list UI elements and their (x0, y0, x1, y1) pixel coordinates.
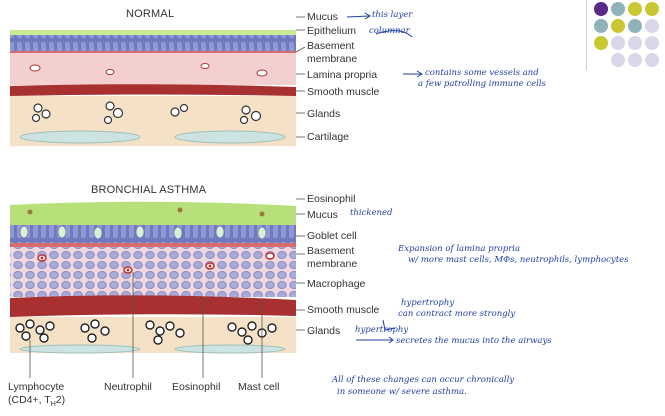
label-mast-cell: Mast cell (238, 381, 280, 393)
note-chronic-2: in someone w/ severe asthma. (337, 387, 467, 397)
label-basement-asthma: Basement (307, 245, 355, 257)
palette-dot (611, 36, 625, 50)
eosinophil-in-mucus (177, 207, 183, 213)
note-this-layer: this layer (372, 10, 413, 20)
label-smooth-muscle-asthma: Smooth muscle (307, 304, 380, 316)
note-thickened: thickened (350, 208, 393, 218)
label-membrane-asthma: membrane (307, 258, 358, 270)
palette-dot (611, 19, 625, 33)
label-epithelium: Epithelium (307, 25, 357, 37)
label-lymphocyte-subtype: (CD4+, TH2) (8, 394, 66, 409)
label-smooth-muscle: Smooth muscle (307, 86, 380, 98)
normal-cartilage (19, 130, 141, 144)
label-lamina-propria: Lamina propria (307, 69, 378, 81)
normal-mucus-layer (10, 30, 296, 35)
asthma-airway-section (10, 198, 305, 378)
label-cartilage: Cartilage (307, 131, 350, 143)
note-smooth-2: can contract more strongly (398, 309, 516, 319)
palette-dots (590, 0, 665, 70)
palette-dot (628, 36, 642, 50)
note-lamina-2: a few patrolling immune cells (418, 79, 546, 89)
asthma-glands (15, 319, 277, 345)
normal-title: NORMAL (126, 8, 175, 20)
asthma-cartilage (19, 344, 141, 354)
palette-dot (611, 53, 625, 67)
palette-dot (645, 36, 659, 50)
normal-basement-membrane (10, 51, 296, 53)
asthma-smooth-muscle (10, 295, 296, 317)
normal-glands (31, 101, 262, 125)
palette-dot (594, 36, 608, 50)
label-neutrophil: Neutrophil (104, 381, 152, 393)
label-basement: Basement (307, 40, 355, 52)
goblet-cells (19, 225, 267, 240)
handwritten-arrows (346, 12, 423, 344)
eosinophil-in-mucus (27, 209, 33, 215)
label-mucus-asthma: Mucus (307, 209, 338, 221)
palette-dot (594, 19, 608, 33)
asthma-leader-lines (296, 198, 305, 331)
palette-dot (594, 2, 608, 16)
palette-dot (628, 53, 642, 67)
asthma-title: BRONCHIAL ASTHMA (91, 184, 207, 196)
label-mucus: Mucus (307, 11, 338, 23)
asthma-mucus-layer (10, 201, 296, 225)
normal-cartilage (174, 130, 286, 144)
asthma-epithelium-layer (10, 225, 296, 243)
palette-dot (628, 19, 642, 33)
normal-epithelium-layer (10, 35, 296, 51)
label-glands-asthma: Glands (307, 325, 341, 337)
palette-divider (586, 0, 587, 70)
label-glands: Glands (307, 108, 341, 120)
note-chronic-1: All of these changes can occur chronical… (332, 375, 515, 385)
note-expansion-2: w/ more mast cells, MΦs, neutrophils, ly… (408, 255, 629, 265)
asthma-vessels (37, 252, 275, 274)
palette-dot (611, 2, 625, 16)
vessel (29, 64, 41, 72)
label-macrophage: Macrophage (307, 278, 366, 290)
note-smooth-1: hypertrophy (401, 298, 455, 308)
note-expansion-1: Expansion of lamina propria (398, 244, 521, 254)
normal-leader-lines (295, 16, 306, 138)
label-eosinophil: Eosinophil (307, 193, 356, 205)
note-glands-1: hypertrophy (355, 325, 409, 335)
note-lamina-1: contains some vessels and (425, 68, 539, 78)
note-glands-2: secretes the mucus into the airways (396, 336, 552, 346)
normal-smooth-muscle (10, 84, 296, 96)
note-columnar: columnar (369, 26, 410, 36)
mast-cells (40, 256, 212, 272)
vessel (200, 63, 210, 69)
normal-lamina-propria (10, 53, 296, 85)
asthma-basement-membrane (10, 243, 296, 247)
palette-dot (645, 19, 659, 33)
label-membrane: membrane (307, 53, 358, 65)
asthma-cartilage (174, 344, 286, 354)
eosinophil-in-mucus (259, 211, 265, 217)
label-eosinophil-bottom: Eosinophil (172, 381, 221, 393)
label-goblet-cell: Goblet cell (307, 230, 357, 242)
palette-dot (628, 2, 642, 16)
palette-dot (645, 2, 659, 16)
bottom-leader-lines (29, 272, 263, 378)
normal-airway-section (10, 16, 306, 146)
label-lymphocyte: Lymphocyte (8, 381, 65, 393)
vessel (105, 69, 115, 75)
vessel (256, 69, 268, 77)
palette-dot (645, 53, 659, 67)
